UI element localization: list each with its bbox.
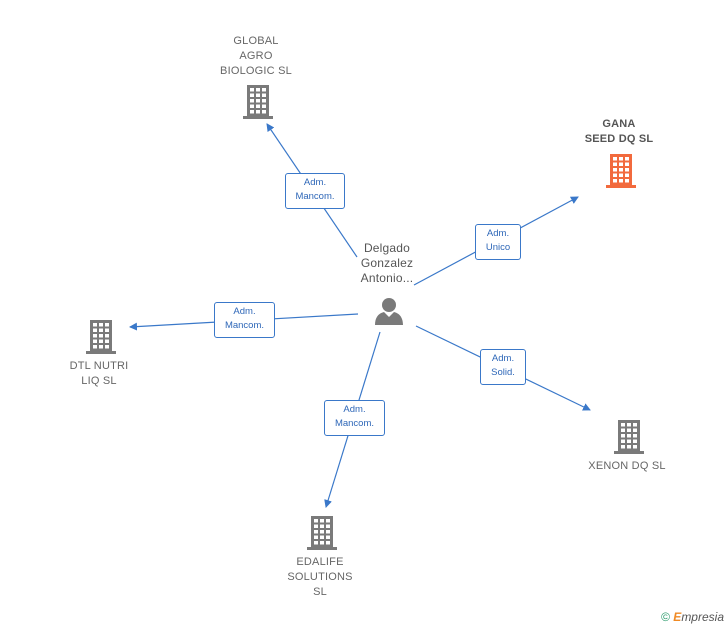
company-node-dtl[interactable] xyxy=(85,319,117,360)
company-node-gana[interactable] xyxy=(605,153,637,194)
relation-label-edalife[interactable]: Adm. Mancom. xyxy=(324,400,385,436)
building-icon xyxy=(614,420,644,454)
company-name-dtl[interactable]: DTL NUTRI LIQ SL xyxy=(69,360,129,387)
footer-credit: © Empresia xyxy=(661,610,724,624)
person-name[interactable]: Delgado Gonzalez Antonio... xyxy=(360,241,414,285)
relation-label-gana[interactable]: Adm. Unico xyxy=(475,224,521,260)
company-node-edalife[interactable] xyxy=(306,515,338,556)
company-node-xenon[interactable] xyxy=(613,419,645,460)
building-icon xyxy=(86,320,116,354)
empresia-logo[interactable]: Empresia xyxy=(673,610,724,624)
relation-label-xenon[interactable]: Adm. Solid. xyxy=(480,349,526,385)
person-node[interactable] xyxy=(374,296,404,331)
building-icon xyxy=(606,154,636,188)
relation-label-global[interactable]: Adm. Mancom. xyxy=(285,173,345,209)
relation-label-dtl[interactable]: Adm. Mancom. xyxy=(214,302,275,338)
company-name-xenon[interactable]: XENON DQ SL xyxy=(588,460,666,472)
person-icon xyxy=(375,298,403,325)
building-icon xyxy=(243,85,273,119)
company-name-edalife[interactable]: EDALIFE SOLUTIONS SL xyxy=(287,556,353,598)
company-name-gana[interactable]: GANA SEED DQ SL xyxy=(584,118,654,145)
company-name-global[interactable]: GLOBAL AGRO BIOLOGIC SL xyxy=(220,35,292,77)
building-icon xyxy=(307,516,337,550)
company-node-global[interactable] xyxy=(242,84,274,125)
copyright-symbol: © xyxy=(661,610,670,624)
